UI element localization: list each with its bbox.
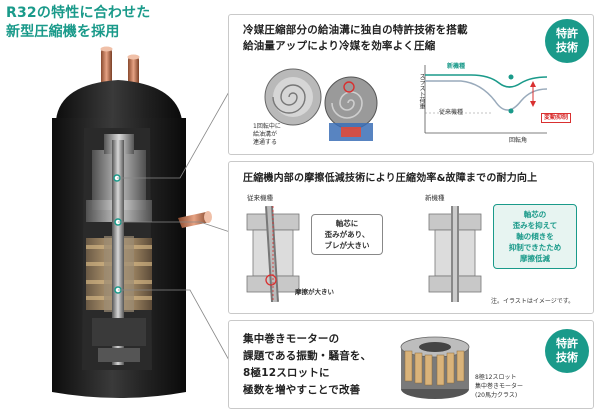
headline: R32の特性に合わせた 新型圧縮機を採用 [6,4,150,42]
new-model-line [425,74,548,88]
compressor-dome [56,80,182,120]
illustration-note: 注。イラストはイメージです。 [491,298,575,305]
friction-reduction-panel: 圧縮機内部の摩擦低減技術により圧縮効率&故障までの耐力向上 従来機種 新機種 軸… [228,161,594,314]
patent-badge: 特許 技術 [545,19,589,63]
thrust-load-graph [424,65,548,134]
graph-old-label: 従来機種 [439,109,464,116]
panel2-new-label: 新機種 [425,194,445,202]
compressor-illustration [52,46,231,398]
panel1-caption: 1回転中に 給油溝が 連通する [253,123,281,146]
old-shaft-illustration [246,206,300,302]
graph-new-label: 新機種 [447,63,466,70]
panel2-old-label: 従来機種 [247,194,273,202]
new-shaft-illustration [428,206,482,302]
graph-annotation: 変動抑制 [541,113,572,123]
motor-caption: 8極12スロット 集中巻きモーター (20馬力クラス) [475,374,524,399]
headline-line2: 新型圧縮機を採用 [6,24,120,40]
discharge-pipe [178,212,210,228]
old-shaft-bubble: 軸芯に 歪みがあり、 ブレが大きい [311,214,383,255]
scroll-oil-groove-panel: 冷媒圧縮部分の給油溝に独自の特許技術を搭載 給油量アップにより冷媒を効率よく圧縮… [228,14,594,155]
panel1-title-line2: 給油量アップにより冷媒を効率よく圧縮 [243,40,436,52]
friction-label: 摩擦が大きい [295,288,334,296]
panel1-title-line1: 冷媒圧縮部分の給油溝に独自の特許技術を搭載 [243,24,468,36]
panel3-text: 集中巻きモーターの 課題である振動・騒音を、 8極12スロットに 極数を増やすこ… [243,333,372,396]
highlight-circle [343,81,355,93]
motor-panel: 集中巻きモーターの 課題である振動・騒音を、 8極12スロットに 極数を増やすこ… [228,320,594,409]
graph-xlabel: 回転角 [509,137,528,144]
new-shaft-bubble: 軸芯の 歪みを抑えて 軸の傾きを 抑制できたため 摩擦低減 [493,204,577,269]
patent-badge-motor: 特許 技術 [545,329,589,373]
motor-stator-illustration [400,336,470,399]
graph-ylabel: スラスト荷重 [418,73,425,109]
panel2-title: 圧縮機内部の摩擦低減技術により圧縮効率&故障までの耐力向上 [243,173,538,184]
headline-line1: R32の特性に合わせた [6,5,151,21]
scroll-illustration [264,68,378,141]
old-model-line [425,80,548,111]
